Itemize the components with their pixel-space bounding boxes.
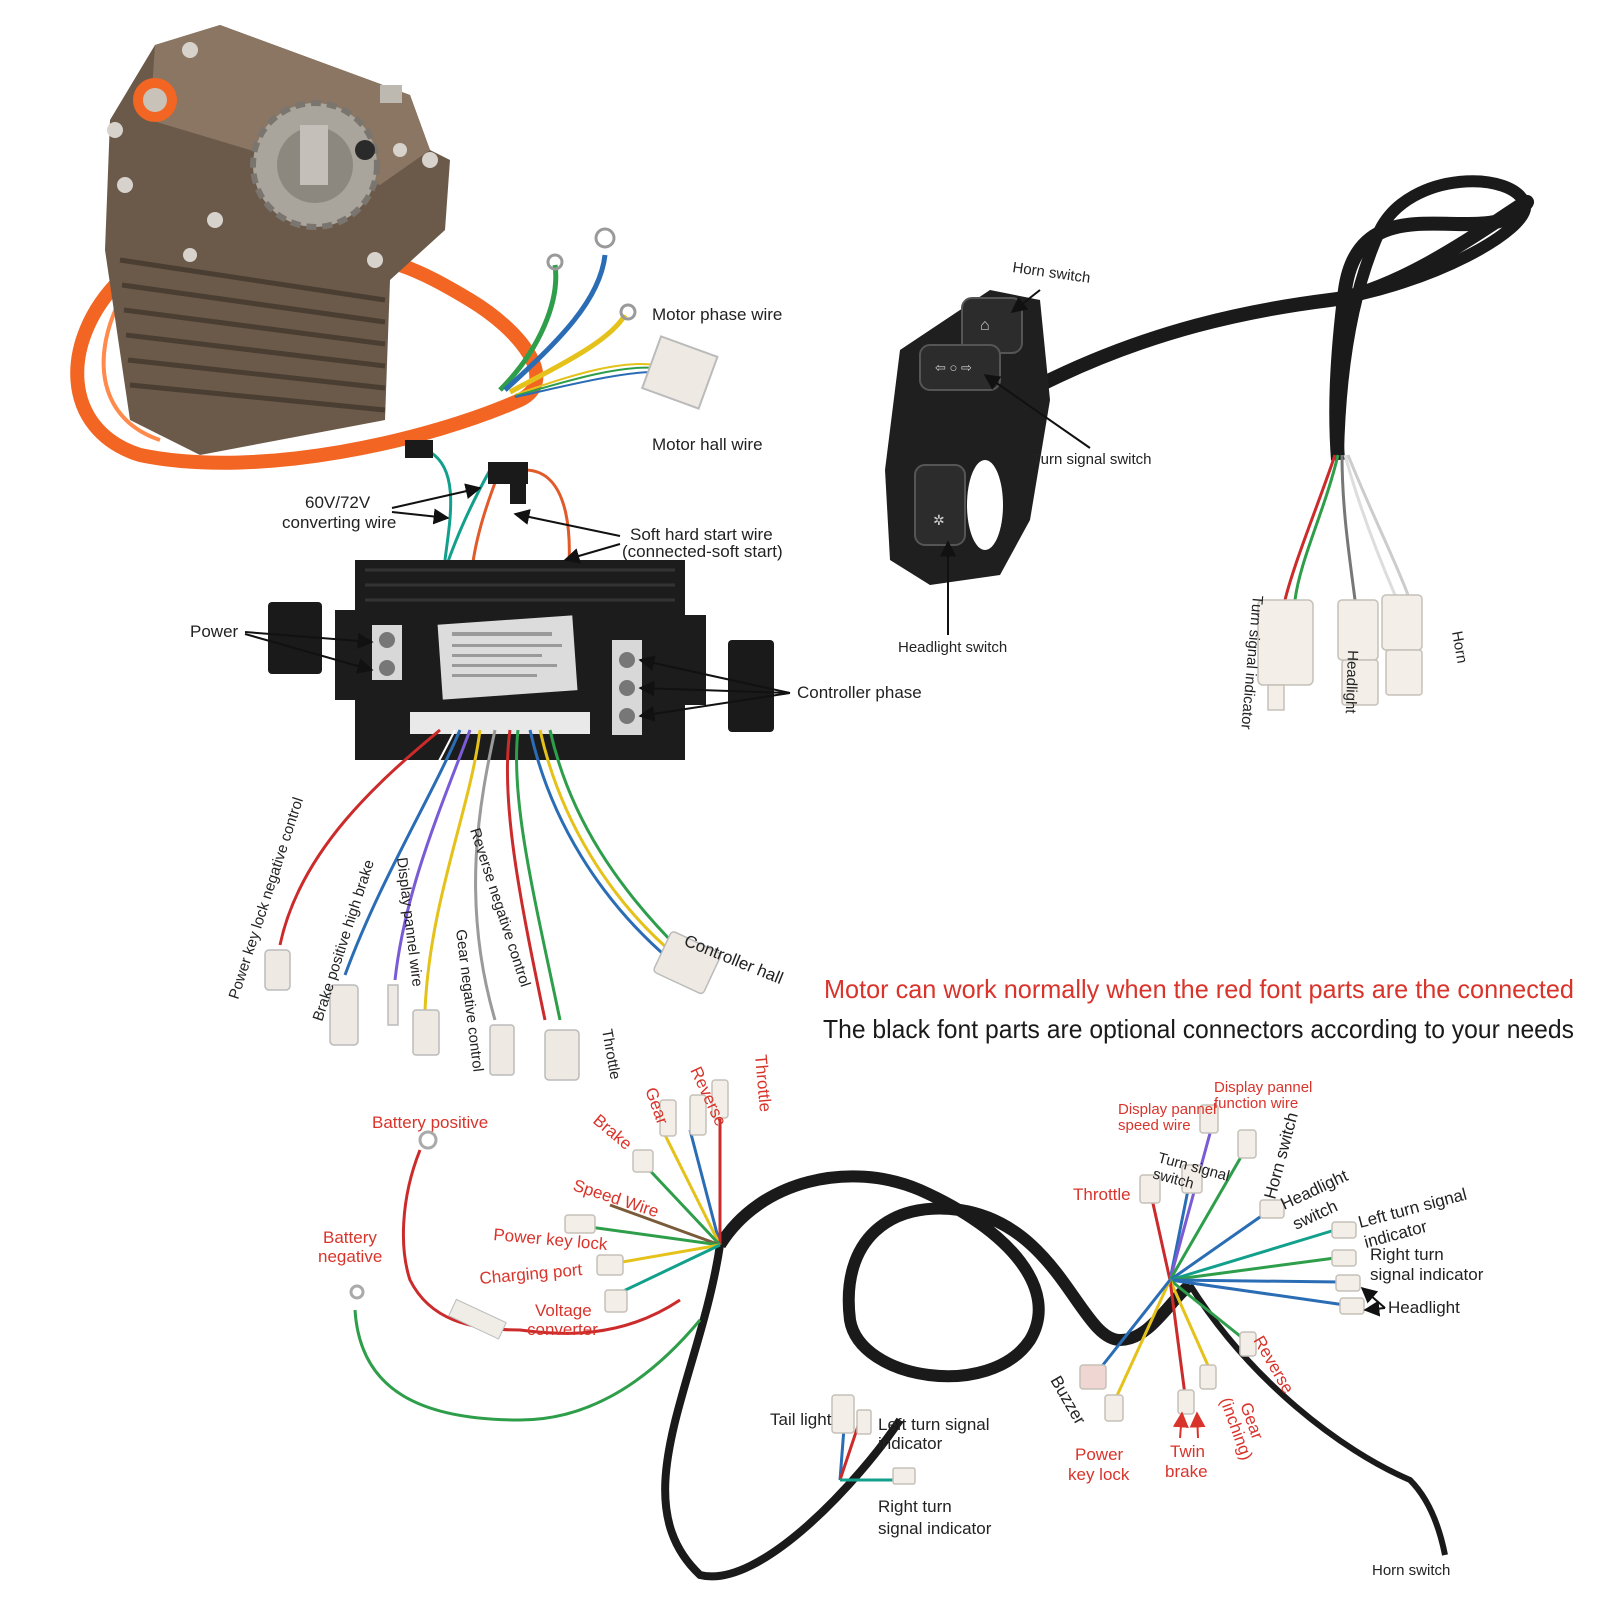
handlebar-switch-illustration: ⌂ ⇦ ○ ⇨ ✲	[885, 175, 1534, 585]
turn-signal-switch-label: Turn signal switch	[1032, 451, 1152, 468]
headlight-right-label: Headlight	[1388, 1298, 1460, 1317]
right-turn-right-label-1: Right turn	[1370, 1245, 1444, 1264]
right-turn-right-label-2: signal indicator	[1370, 1265, 1484, 1284]
display-speed-label-1: Display pannel	[1118, 1101, 1216, 1118]
left-turn-label-1: Left turn signal	[878, 1415, 990, 1434]
controller-wires	[278, 728, 682, 1021]
voltage-converter-label-1: Voltage	[535, 1301, 592, 1320]
throttle-harness-label: Throttle	[751, 1054, 775, 1113]
controller-illustration	[268, 440, 774, 760]
display-function-label-1: Display pannel	[1214, 1079, 1312, 1096]
converting-wire-label-1: 60V/72V	[305, 493, 371, 512]
right-turn-label-2: signal indicator	[878, 1519, 992, 1538]
battery-negative-label-1: Battery	[323, 1228, 377, 1247]
soft-start-label-1: Soft hard start wire	[630, 525, 773, 544]
brake-label: Brake	[589, 1111, 635, 1154]
harness-plugs	[564, 1079, 1365, 1485]
left-turn-label-2: indicator	[878, 1434, 943, 1453]
power-key-lock-right-label-2: key lock	[1068, 1465, 1130, 1484]
horn-icon: ⌂	[980, 317, 990, 334]
controller-plugs	[264, 931, 722, 1081]
display-speed-label-2: speed wire	[1118, 1117, 1191, 1134]
turn-arrows-icon: ⇦ ○ ⇨	[935, 360, 972, 375]
headlight-switch-label: Headlight switch	[898, 639, 1007, 656]
throttle-right-label: Throttle	[1073, 1185, 1131, 1204]
horn-plug-label: Horn	[1448, 630, 1470, 665]
motor-hall-wire-label: Motor hall wire	[652, 435, 763, 454]
power-label: Power	[190, 622, 239, 641]
switch-wires	[1283, 454, 1410, 601]
twin-brake-label-2: brake	[1165, 1462, 1208, 1481]
motor-illustration	[70, 25, 719, 470]
soft-start-label-2: (connected-soft start)	[622, 542, 783, 561]
horn-switch-bottom-label: Horn switch	[1372, 1562, 1450, 1579]
power-key-lock-right-label-1: Power	[1075, 1445, 1124, 1464]
throttle-label: Throttle	[598, 1028, 624, 1081]
headlight-icon: ✲	[933, 512, 945, 528]
right-turn-label-1: Right turn	[878, 1497, 952, 1516]
note-red: Motor can work normally when the red fon…	[824, 974, 1574, 1004]
gear-label: Gear	[641, 1085, 672, 1127]
converting-wire-label-2: converting wire	[282, 513, 396, 532]
controller-phase-label: Controller phase	[797, 683, 922, 702]
battery-positive-label: Battery positive	[372, 1113, 488, 1132]
headlight-plug-label: Headlight	[1342, 650, 1361, 715]
charging-port-label: Charging port	[479, 1260, 584, 1288]
note-black: The black font parts are optional connec…	[823, 1014, 1574, 1044]
horn-switch-label: Horn switch	[1011, 259, 1091, 287]
display-function-label-2: function wire	[1214, 1095, 1298, 1112]
voltage-converter-label-2: converter	[527, 1320, 598, 1339]
tail-light-label: Tail light	[770, 1410, 832, 1429]
twin-brake-label-1: Twin	[1170, 1442, 1205, 1461]
motor-phase-wire-label: Motor phase wire	[652, 305, 782, 324]
switch-plugs	[1257, 594, 1423, 711]
battery-negative-label-2: negative	[318, 1247, 382, 1266]
